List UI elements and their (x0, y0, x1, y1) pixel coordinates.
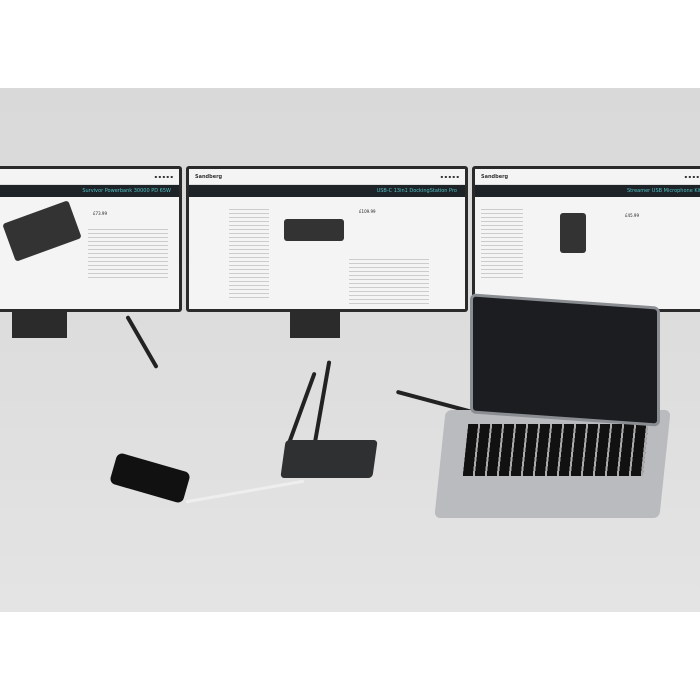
monitor-left: ▪ ▪ ▪ ▪ ▪ Survivor Powerbank 30000 PD 65… (0, 166, 182, 312)
category-list (229, 209, 269, 299)
site-header: ▪ ▪ ▪ ▪ ▪ (0, 169, 179, 185)
monitor-left-screen: ▪ ▪ ▪ ▪ ▪ Survivor Powerbank 30000 PD 65… (0, 169, 179, 309)
product-image (560, 213, 586, 253)
monitor-right-screen: Sandberg▪ ▪ ▪ ▪ ▪ Streamer USB Microphon… (475, 169, 700, 309)
product-price: £109.99 (359, 209, 376, 214)
site-header: Sandberg▪ ▪ ▪ ▪ ▪ (475, 169, 700, 185)
brand-logo: Sandberg (481, 173, 509, 180)
monitor-left-stand (12, 312, 67, 338)
brand-logo: Sandberg (195, 173, 223, 180)
product-description (349, 259, 429, 304)
product-image (2, 200, 82, 262)
product-price: £73.99 (93, 211, 107, 216)
product-title: Streamer USB Microphone Kit (475, 185, 700, 197)
product-price: £45.99 (625, 213, 639, 218)
product-title: USB-C 13in1 DockingStation Pro (189, 185, 465, 197)
laptop-screen (470, 293, 660, 427)
monitor-right: Sandberg▪ ▪ ▪ ▪ ▪ Streamer USB Microphon… (472, 166, 700, 312)
product-description (88, 229, 168, 279)
docking-station (280, 440, 378, 478)
monitor-center: Sandberg▪ ▪ ▪ ▪ ▪ USB-C 13in1 DockingSta… (186, 166, 468, 312)
monitor-center-screen: Sandberg▪ ▪ ▪ ▪ ▪ USB-C 13in1 DockingSta… (189, 169, 465, 309)
laptop-keyboard-deck (434, 410, 671, 518)
category-list (481, 209, 523, 279)
product-image (284, 219, 344, 241)
site-header: Sandberg▪ ▪ ▪ ▪ ▪ (189, 169, 465, 185)
product-title: Survivor Powerbank 30000 PD 65W (0, 185, 179, 197)
keyboard (462, 424, 649, 476)
monitor-center-stand (290, 312, 340, 338)
